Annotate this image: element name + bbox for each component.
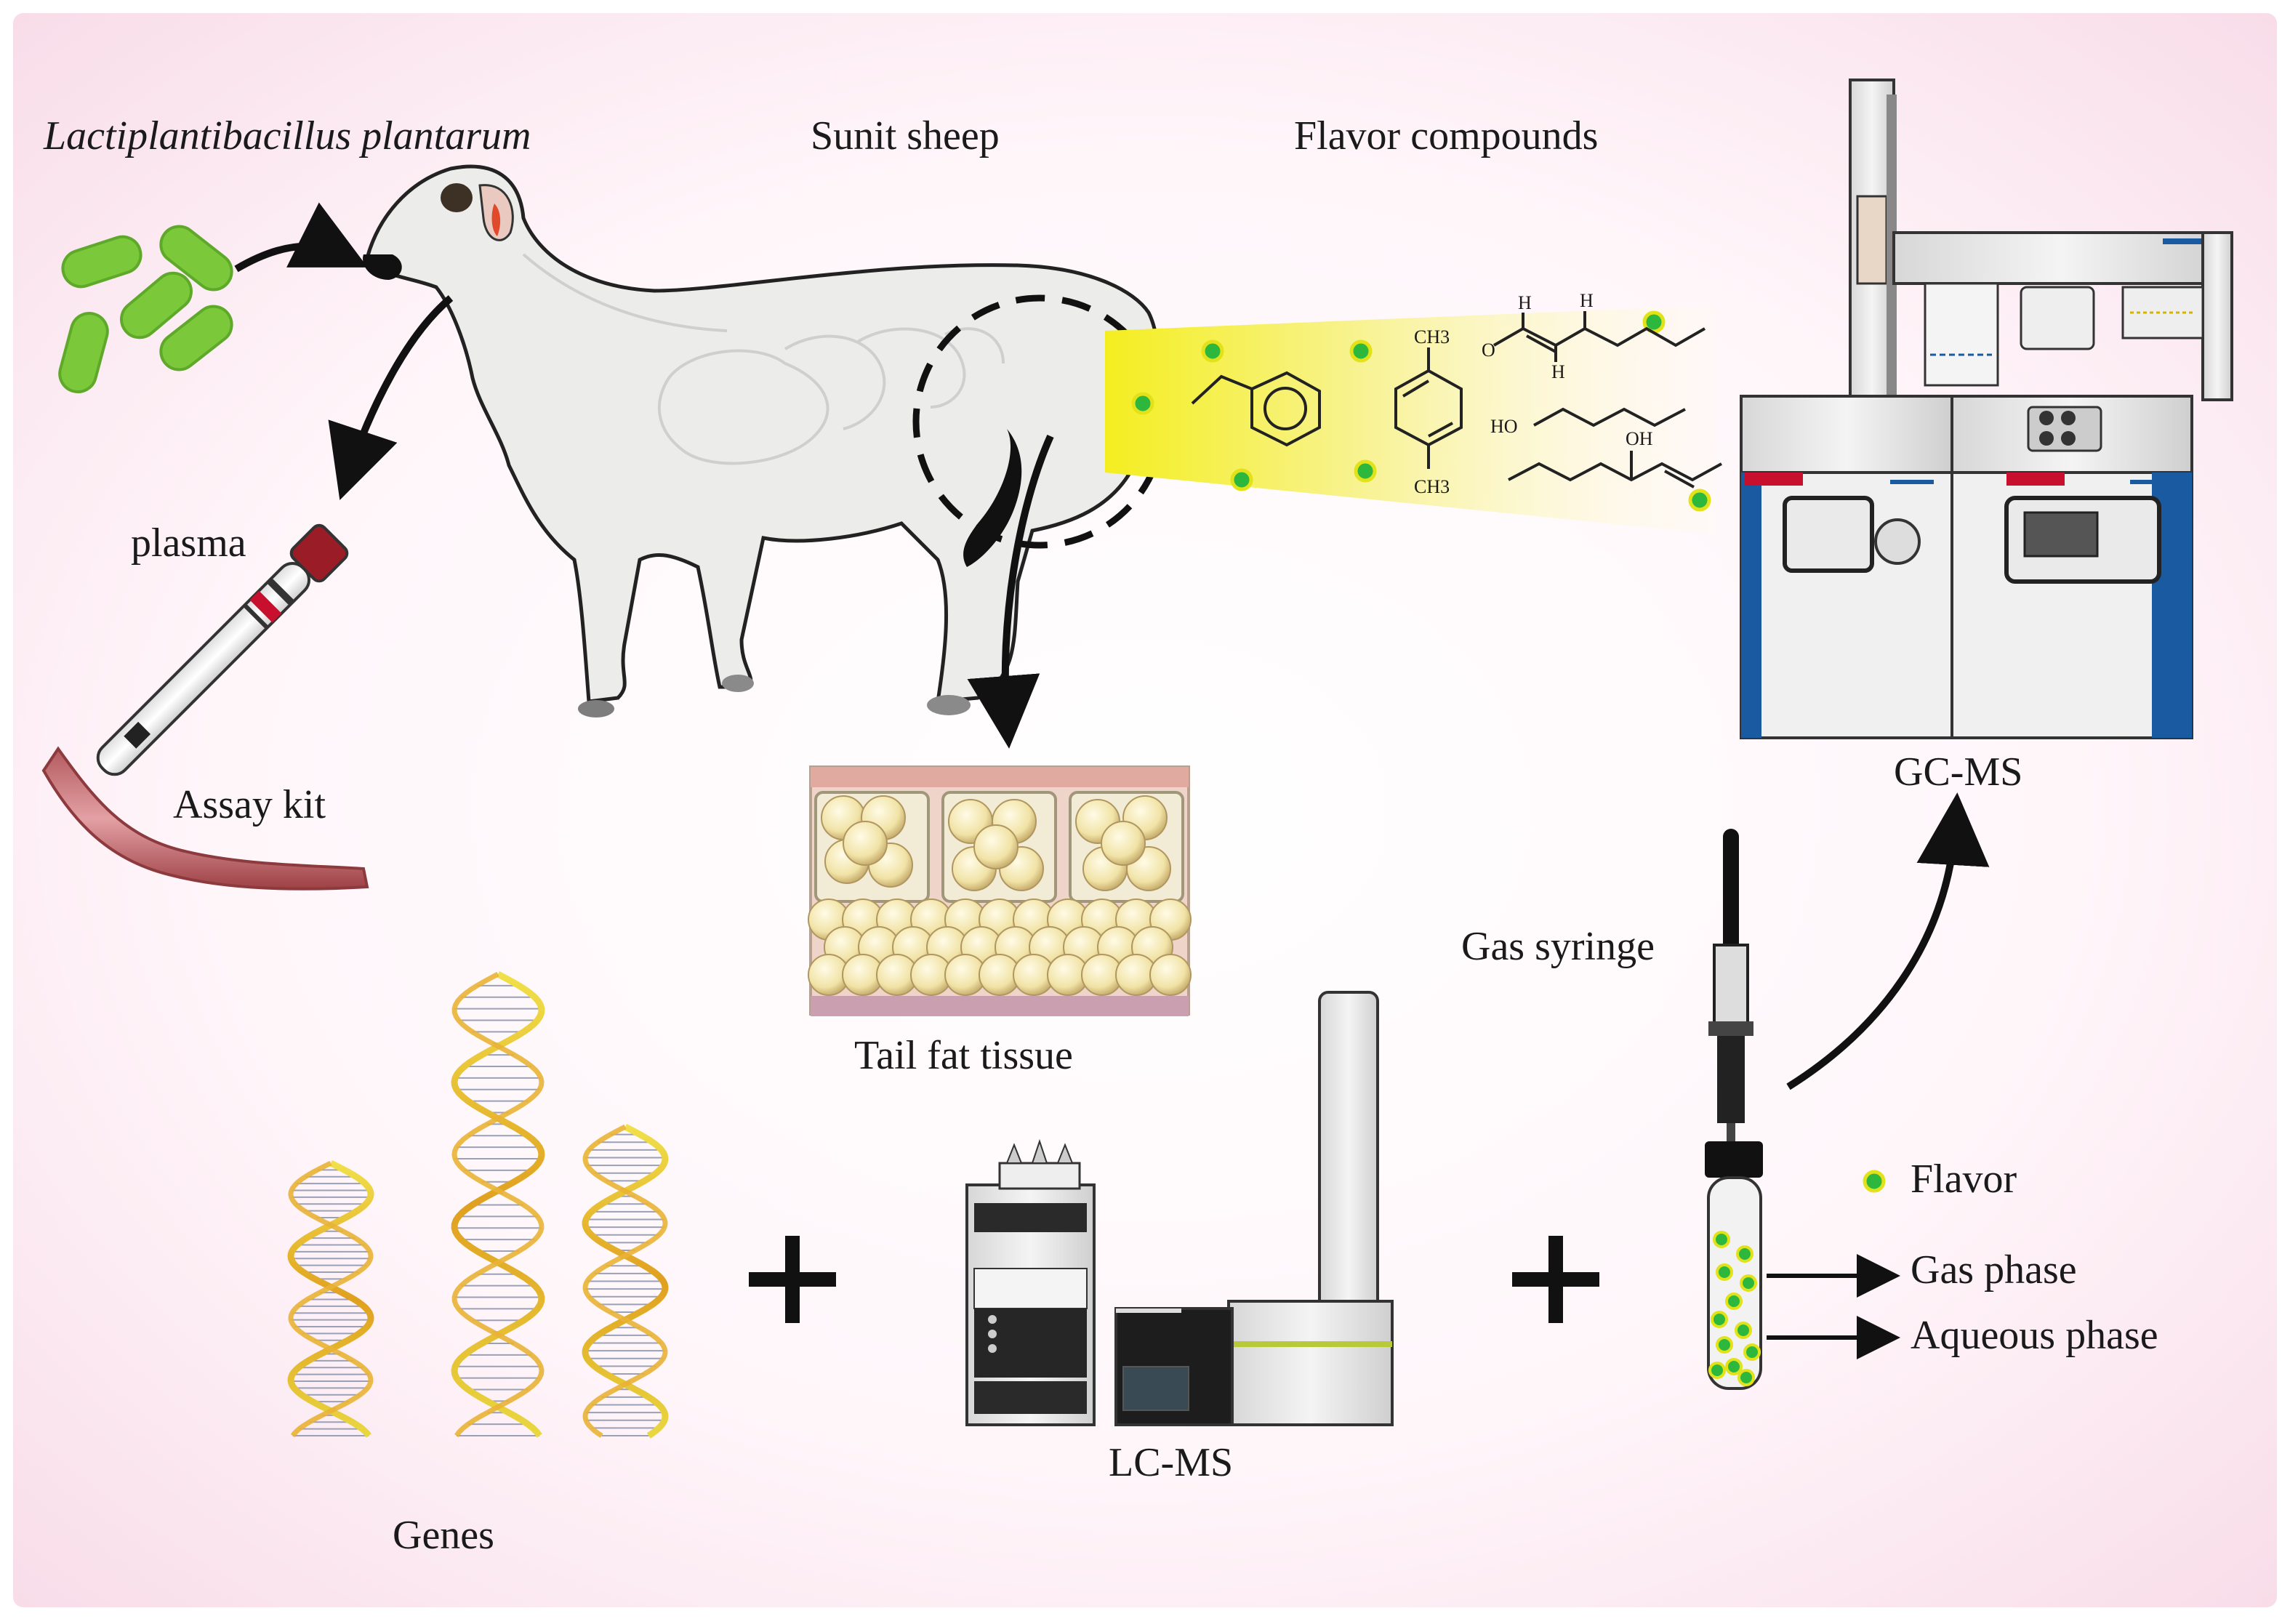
hexenal-structure bbox=[1493, 311, 1706, 362]
blood-tube-icon bbox=[96, 523, 349, 776]
sheep-illustration bbox=[363, 164, 1160, 717]
aqueous-phase-label: Aqueous phase bbox=[1911, 1313, 2158, 1358]
octenol-structure bbox=[1508, 451, 1722, 489]
vial-flavor-dots bbox=[1708, 1231, 1761, 1386]
blood-vessel-icon bbox=[41, 746, 369, 891]
gas-syringe-icon bbox=[1708, 829, 1753, 1159]
ch3-top-label: CH3 bbox=[1414, 326, 1450, 347]
plus-icon-2 bbox=[1512, 1236, 1599, 1323]
dna-helix-icon bbox=[287, 971, 669, 1439]
flavor-dots-beam bbox=[1131, 310, 1711, 512]
genes-label: Genes bbox=[393, 1513, 494, 1558]
ch3-bottom-label: CH3 bbox=[1414, 476, 1450, 497]
lcms-label: LC-MS bbox=[1109, 1440, 1233, 1485]
fat-cells bbox=[808, 795, 1192, 996]
h3-label: H bbox=[1580, 290, 1594, 311]
gcms-label: GC-MS bbox=[1894, 749, 2022, 795]
xylene-structure bbox=[1394, 347, 1463, 469]
h1-label: H bbox=[1518, 292, 1532, 313]
gas-phase-label: Gas phase bbox=[1911, 1247, 2077, 1293]
flavor-compounds-label: Flavor compounds bbox=[1294, 113, 1598, 158]
arrow-vial-to-gcms bbox=[1786, 792, 1990, 1090]
flavor-label: Flavor bbox=[1911, 1157, 2017, 1202]
gas-syringe-label: Gas syringe bbox=[1461, 924, 1655, 969]
tail-fat-label: Tail fat tissue bbox=[854, 1033, 1073, 1078]
plus-icon-1 bbox=[749, 1236, 836, 1323]
flavor-legend-dot bbox=[1863, 1170, 1886, 1193]
arrow-tail-to-fat bbox=[967, 434, 1054, 749]
lcms-instrument bbox=[965, 991, 1394, 1426]
gcms-instrument bbox=[1740, 79, 2233, 739]
sheep-label: Sunit sheep bbox=[811, 113, 1000, 158]
arrow-sheep-to-plasma bbox=[328, 295, 454, 500]
benzyl-structure bbox=[1191, 371, 1321, 447]
h2-label: H bbox=[1551, 361, 1565, 382]
o-label: O bbox=[1482, 339, 1495, 361]
assay-kit-label: Assay kit bbox=[173, 782, 326, 827]
hexanol-structure bbox=[1533, 407, 1686, 427]
oh-label: OH bbox=[1626, 428, 1653, 449]
bacteria-label: Lactiplantibacillus plantarum bbox=[43, 113, 531, 158]
plasma-label: plasma bbox=[131, 520, 246, 566]
bacteria-icon bbox=[58, 225, 233, 393]
arrow-bacteria-to-sheep bbox=[234, 202, 368, 273]
ho-label: HO bbox=[1490, 416, 1518, 437]
